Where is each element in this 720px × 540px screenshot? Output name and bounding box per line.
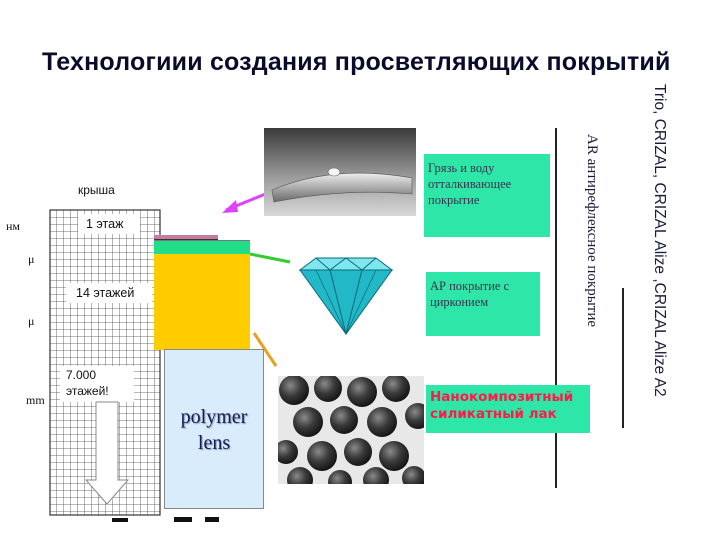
diamond-facet-5 [329, 269, 347, 335]
down-arrow [84, 401, 130, 505]
unit-mm: mm [26, 393, 45, 407]
band-floor1 [78, 214, 140, 234]
polymer-lens-block: polymer lens [164, 349, 264, 509]
diamond-facet-8 [345, 269, 377, 335]
roof-label: крыша [78, 183, 115, 197]
floor7000-label-1: 7.000 [66, 368, 97, 382]
floor14-label: 14 этажей [76, 286, 135, 300]
diamond-facet-7 [315, 269, 347, 335]
lens-shape [271, 172, 413, 203]
diamond-pavilion [299, 269, 393, 335]
silicate-lacquer-label: Нанокомпозитный силикатный лак [426, 385, 590, 433]
diamond-facet-6 [345, 269, 363, 335]
dirt-repellent-label: Грязь и воду отталкивающее покрытие [424, 154, 550, 237]
lacquer-layer [154, 254, 250, 350]
unit-mu-2: μ [28, 314, 35, 328]
line-to-spheres [252, 332, 278, 367]
diamond-crown [298, 257, 394, 271]
lens-water-drop-photo [264, 128, 416, 216]
line-to-diamond [249, 252, 291, 264]
floor7000-label-2: этажей! [66, 384, 109, 398]
polymer-line2: lens [197, 432, 231, 454]
band-floor14 [66, 283, 152, 303]
band-floor7000 [60, 366, 134, 402]
zirconium-layer [154, 240, 250, 255]
product-bracket-line [622, 288, 624, 428]
polymer-line1: polymer [180, 406, 248, 428]
base-dash-1 [112, 518, 128, 522]
diamond-facet-1 [315, 257, 331, 271]
unit-nm: нм [6, 219, 21, 233]
diamond-icon [298, 257, 394, 335]
dirt-layer [154, 235, 218, 240]
diamond-facet-4 [345, 257, 363, 271]
base-dash-3 [205, 517, 219, 522]
ar-bracket-line [555, 128, 557, 488]
page-title: Технологиии создания просветляющих покры… [42, 48, 671, 76]
zirconium-coating-label: АР покрытие с цирконием [426, 272, 540, 336]
base-dash-2 [174, 517, 192, 522]
water-drop [327, 167, 341, 177]
arrow-to-photo-head [222, 200, 238, 213]
floor1-label: 1 этаж [86, 217, 124, 231]
diamond-facet-2 [361, 257, 377, 271]
nanoparticle-micrograph [278, 376, 424, 484]
diamond-facet-3 [329, 257, 347, 271]
unit-mu-1: μ [28, 252, 35, 266]
